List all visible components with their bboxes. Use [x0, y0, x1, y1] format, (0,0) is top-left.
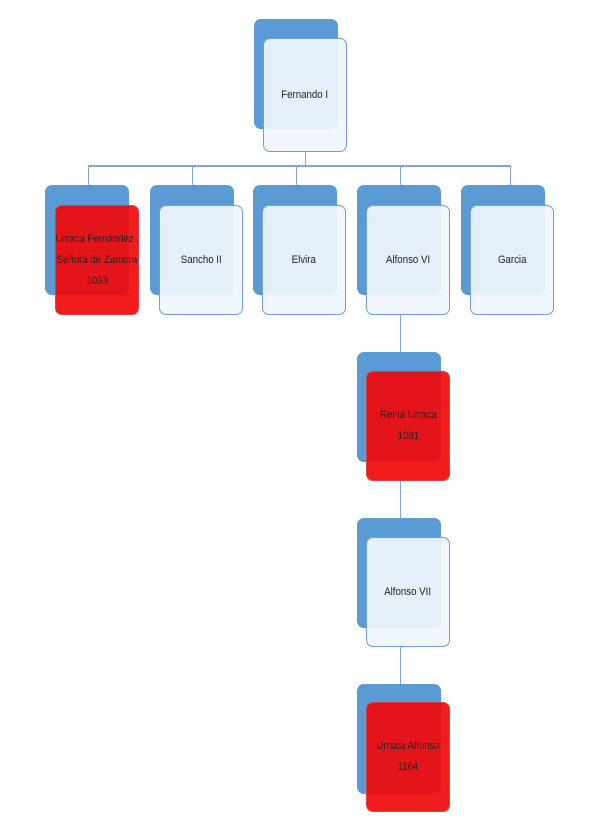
connector [400, 646, 401, 684]
connector [296, 165, 297, 185]
node-sancho-ii[interactable]: Sancho II [159, 205, 243, 315]
connector [192, 165, 193, 185]
node-label: Elvira [291, 253, 317, 266]
node-label: Alfonso VI [385, 253, 431, 266]
connector [400, 481, 401, 518]
connector [88, 165, 89, 185]
node-label: Alfonso VII [384, 585, 432, 598]
node-urraca-alfonso[interactable]: Urraca Alfonso 1164 [366, 702, 450, 812]
connector [400, 315, 401, 352]
node-alfonso-vi[interactable]: Alfonso VI [366, 205, 450, 315]
node-label: Garcia [497, 253, 527, 266]
node-label: Reina Urraca [379, 409, 437, 421]
node-year: 1164 [397, 761, 419, 773]
node-label: Urraca Alfonso [376, 740, 440, 752]
node-elvira[interactable]: Elvira [262, 205, 346, 315]
connector [305, 152, 306, 165]
connector [88, 165, 511, 167]
connector [510, 165, 511, 185]
node-label: Sancho II [180, 253, 222, 266]
connector [400, 165, 401, 185]
node-year: 1081 [397, 430, 419, 442]
node-year: 1033 [86, 274, 108, 287]
node-urraca-fernandez[interactable]: Urraca Fernández . Señora de Zamora 1033 [55, 205, 139, 315]
node-fernando-i[interactable]: Fernando I [263, 38, 347, 152]
node-label: Señora de Zamora [56, 253, 138, 266]
node-alfonso-vii[interactable]: Alfonso VII [366, 537, 450, 647]
node-garcia[interactable]: Garcia [470, 205, 554, 315]
node-label: Urraca Fernández . [55, 232, 139, 245]
node-reina-urraca[interactable]: Reina Urraca 1081 [366, 371, 450, 481]
node-label: Fernando I [281, 88, 329, 101]
